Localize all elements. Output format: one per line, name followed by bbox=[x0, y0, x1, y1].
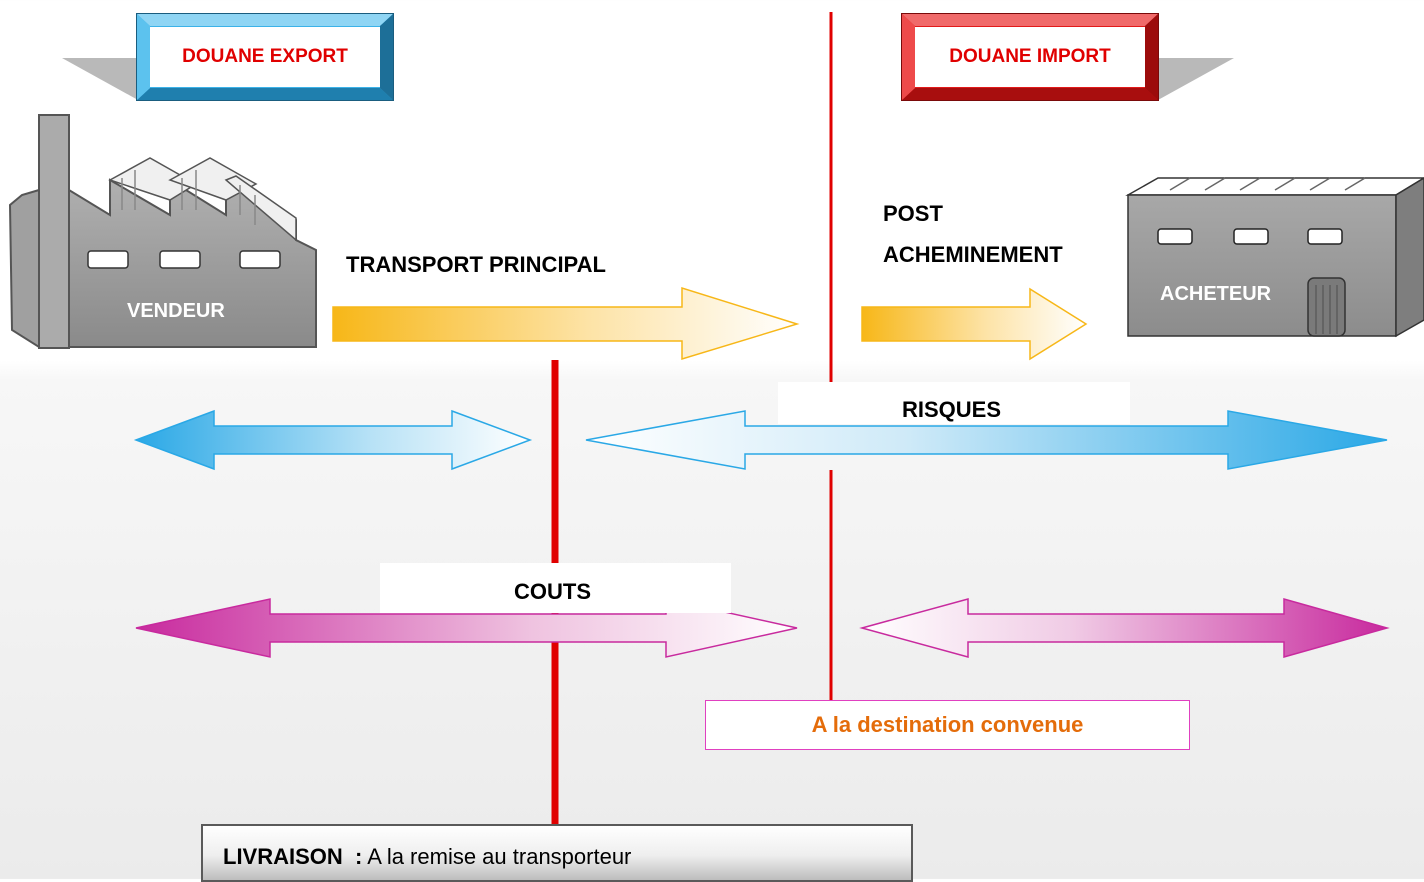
buyer-label: ACHETEUR bbox=[1160, 283, 1272, 305]
import-customs-label: DOUANE IMPORT bbox=[915, 27, 1145, 87]
seller-label: VENDEUR bbox=[127, 300, 225, 322]
cost-label-bg bbox=[380, 563, 731, 613]
risks-label: RISQUES bbox=[902, 397, 1002, 422]
destination-box: A la destination convenue bbox=[705, 700, 1190, 750]
post-transport-label-line1: POST bbox=[883, 201, 943, 226]
destination-label: A la destination convenue bbox=[811, 712, 1084, 737]
risk-label-bg bbox=[778, 382, 1130, 424]
main-transport-label: TRANSPORT PRINCIPAL bbox=[346, 252, 606, 277]
delivery-label: LIVRAISON : bbox=[223, 844, 363, 869]
buyer-cost-arrow bbox=[859, 598, 1390, 658]
post-transport-label-line2: ACHEMINEMENT bbox=[883, 242, 1063, 267]
export-customs-label: DOUANE EXPORT bbox=[150, 27, 380, 87]
delivery-value: A la remise au transporteur bbox=[367, 844, 632, 869]
delivery-box: LIVRAISON : A la remise au transporteur bbox=[201, 824, 913, 882]
warehouse-icon bbox=[1125, 177, 1424, 338]
seller-risk-arrow bbox=[133, 409, 533, 471]
costs-label: COUTS bbox=[514, 579, 591, 604]
main-transport-arrow bbox=[332, 286, 800, 361]
buyer-risk-arrow bbox=[585, 410, 1388, 470]
post-transport-arrow bbox=[861, 287, 1088, 361]
factory-icon bbox=[8, 114, 317, 349]
seller-cost-arrow bbox=[135, 598, 798, 658]
